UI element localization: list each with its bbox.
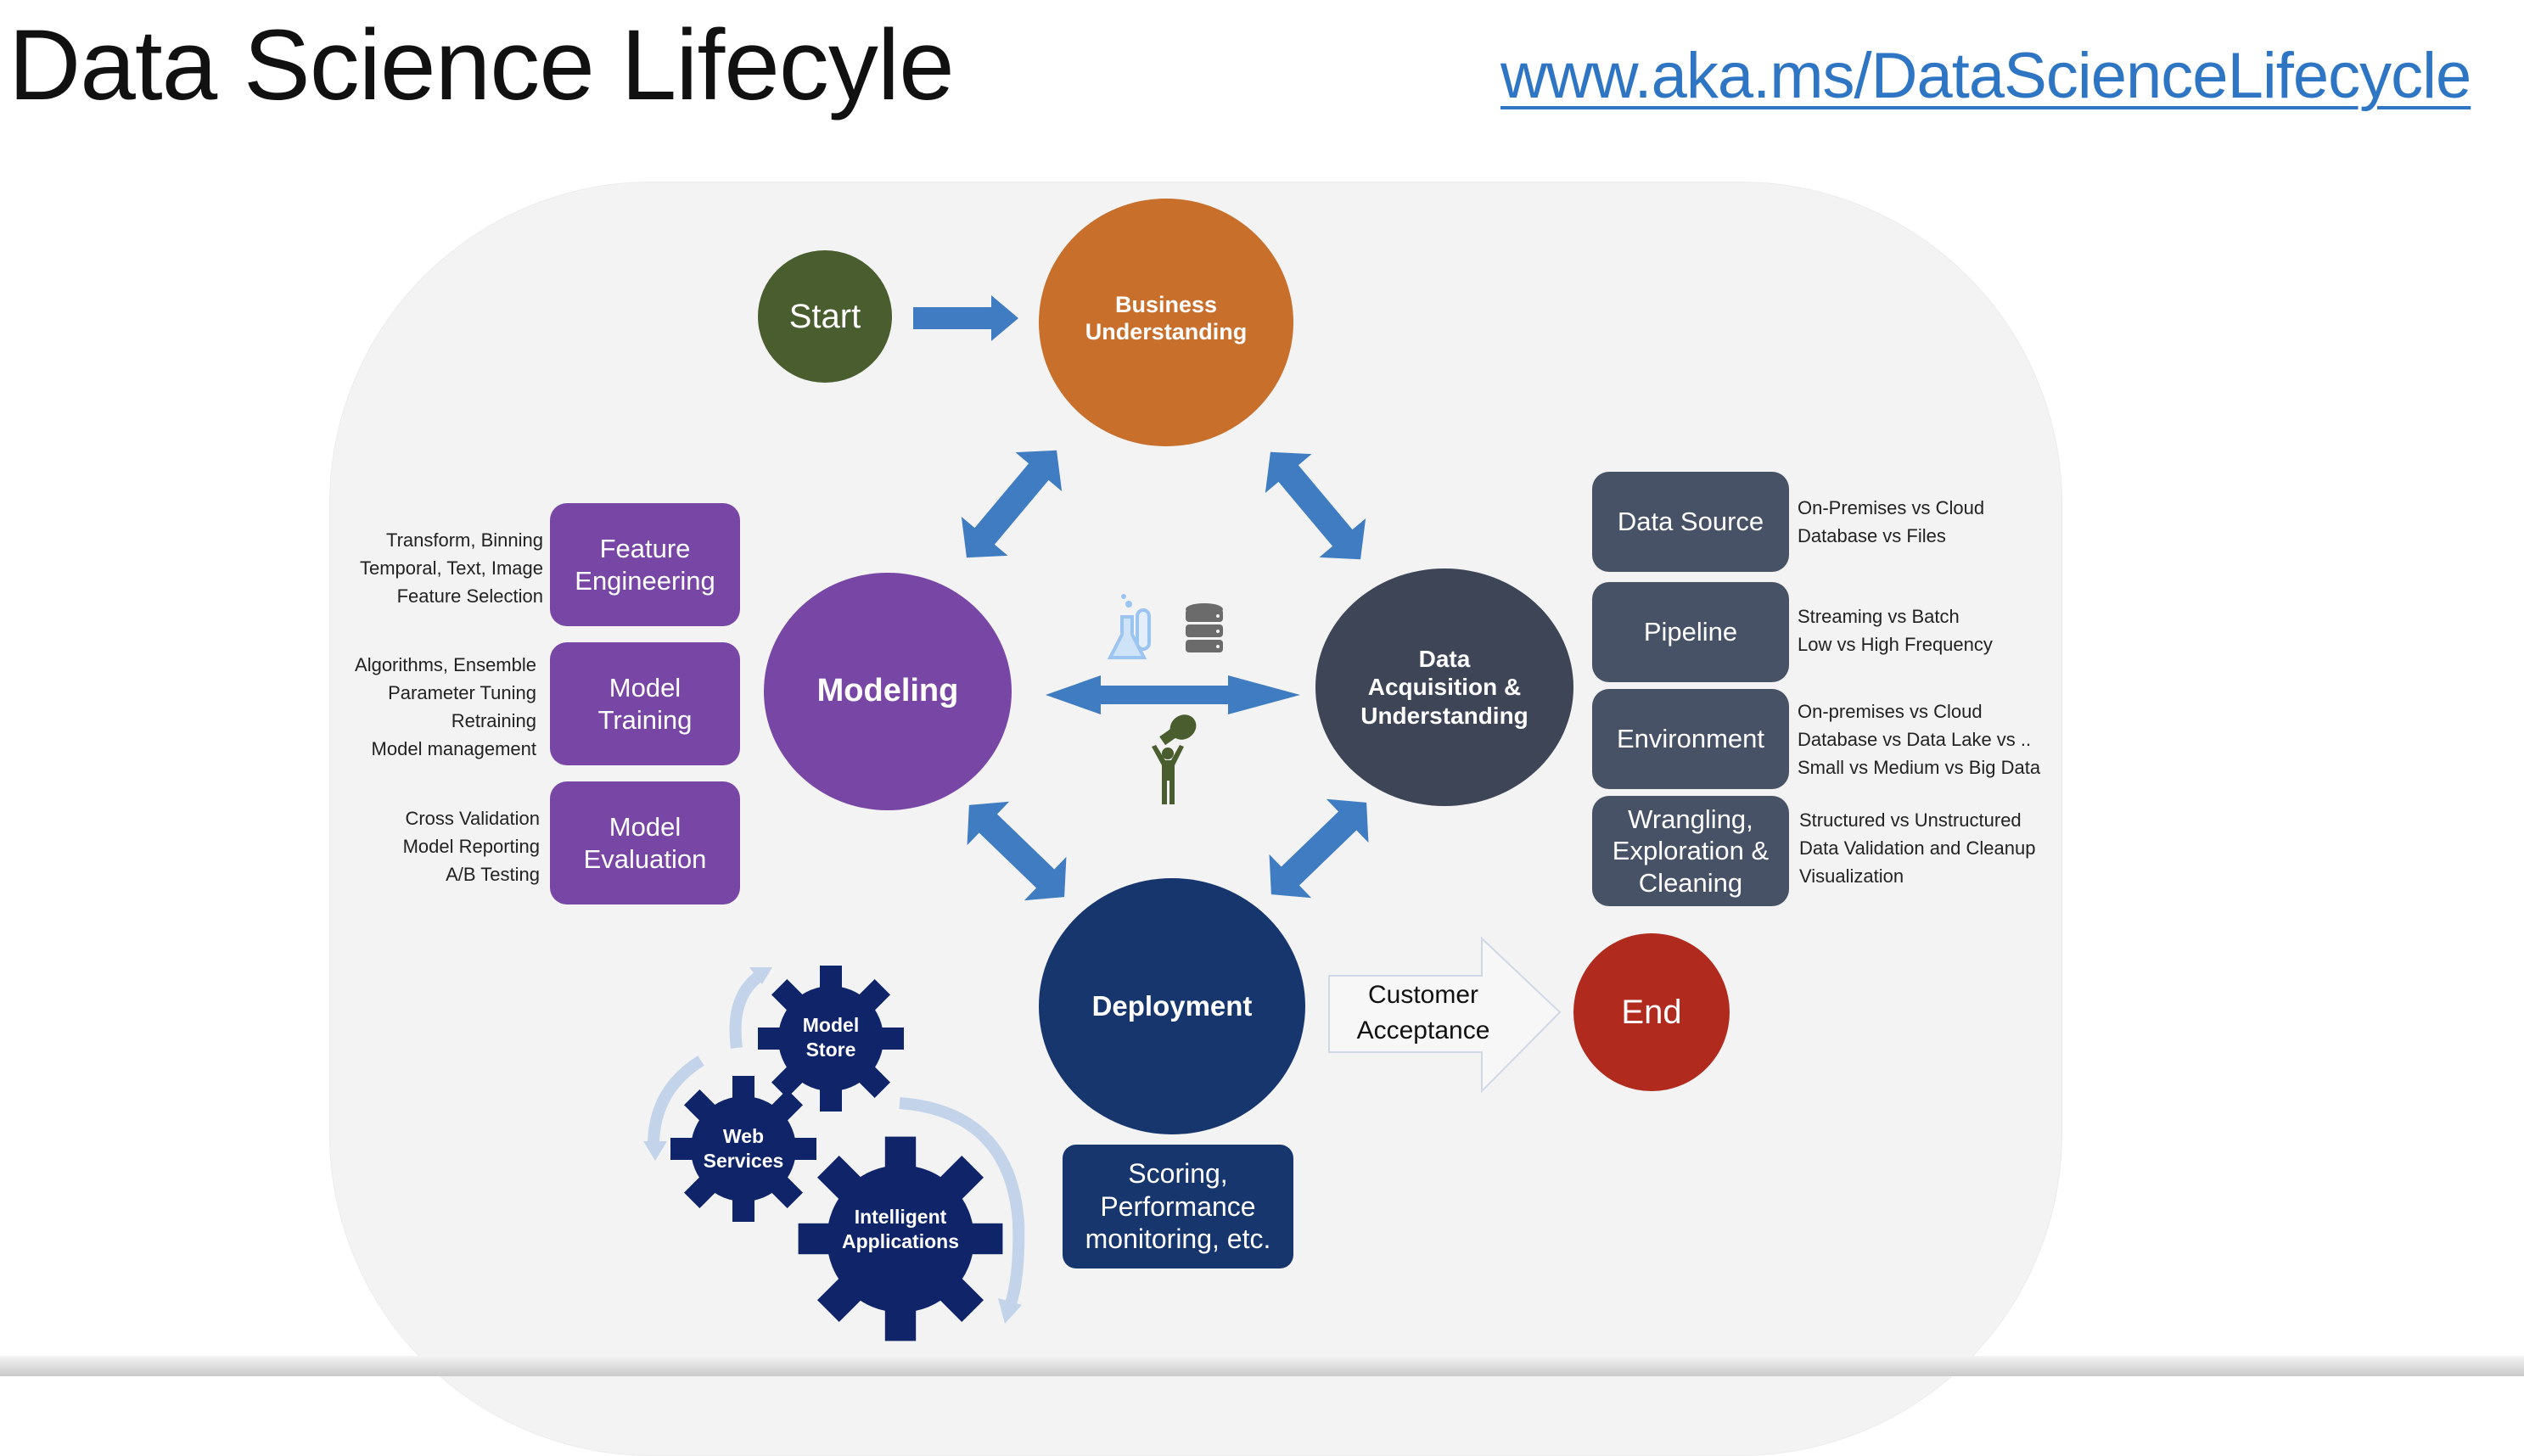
bottom-shadow-bar <box>0 1356 2524 1376</box>
start-node[interactable] <box>758 250 892 383</box>
scoring-monitoring-box[interactable]: Scoring, Performance monitoring, etc. <box>1063 1145 1293 1268</box>
lifecycle-link[interactable]: www.aka.ms/DataScienceLifecycle <box>1500 40 2471 112</box>
modeling-node[interactable] <box>764 573 1012 810</box>
customer-acceptance-label: Customer Acceptance <box>1356 981 1490 1044</box>
model-training-notes: Algorithms, Ensemble Parameter Tuning Re… <box>355 654 536 759</box>
gear-intelligent-applications-icon <box>798 1136 1003 1341</box>
business-understanding-label: Business Understanding <box>1085 291 1248 344</box>
feature-engineering-notes: Transform, Binning Temporal, Text, Image… <box>359 529 543 607</box>
person-lightbulb-icon <box>1152 714 1197 804</box>
wrangling-notes: Structured vs Unstructured Data Validati… <box>1799 809 2036 887</box>
model-store-label: Model Store <box>802 1014 860 1061</box>
data-deployment-arrow <box>1250 781 1388 916</box>
database-icon <box>1186 603 1223 652</box>
feature-engineering-box[interactable]: Feature Engineering <box>550 503 740 626</box>
customer-acceptance-arrow <box>1328 936 1562 1094</box>
page-title: Data Science Lifecyle <box>8 9 955 121</box>
business-data-arrow <box>1247 432 1384 580</box>
pipeline-box[interactable]: Pipeline <box>1592 582 1789 682</box>
wrangling-box[interactable]: Wrangling, Exploration & Cleaning <box>1592 796 1789 906</box>
web-services-label: Web Services <box>703 1125 784 1172</box>
end-node[interactable] <box>1573 933 1730 1091</box>
data-source-box[interactable]: Data Source <box>1592 472 1789 572</box>
model-training-box[interactable]: Model Training <box>550 642 740 765</box>
business-understanding-node[interactable] <box>1039 199 1293 446</box>
deployment-label: Deployment <box>1091 990 1253 1022</box>
environment-box[interactable]: Environment <box>1592 689 1789 789</box>
environment-notes: On-premises vs Cloud Database vs Data La… <box>1798 701 2041 778</box>
data-source-notes: On-Premises vs Cloud Database vs Files <box>1798 497 1985 546</box>
start-label: Start <box>788 298 861 335</box>
pipeline-notes: Streaming vs Batch Low vs High Frequency <box>1798 606 1993 655</box>
model-evaluation-box[interactable]: Model Evaluation <box>550 781 740 904</box>
business-modeling-arrow <box>943 430 1080 578</box>
modeling-deployment-arrow <box>948 783 1085 919</box>
flask-icon <box>1107 594 1151 659</box>
gear-cycle-arrows <box>643 967 1025 1324</box>
model-evaluation-notes: Cross Validation Model Reporting A/B Tes… <box>402 808 540 885</box>
start-to-business-arrow <box>913 295 1018 341</box>
data-acquisition-node[interactable] <box>1315 568 1573 806</box>
intelligent-applications-label: Intelligent Applications <box>841 1206 959 1252</box>
modeling-data-arrow <box>1046 675 1300 714</box>
modeling-label: Modeling <box>816 673 959 709</box>
data-acquisition-label: Data Acquisition & Understanding <box>1360 645 1528 729</box>
end-label: End <box>1621 994 1682 1031</box>
gear-model-store-icon <box>758 966 904 1112</box>
gear-web-services-icon <box>670 1076 816 1222</box>
lifecycle-diagram <box>643 199 1730 1341</box>
deployment-node[interactable] <box>1039 878 1305 1134</box>
